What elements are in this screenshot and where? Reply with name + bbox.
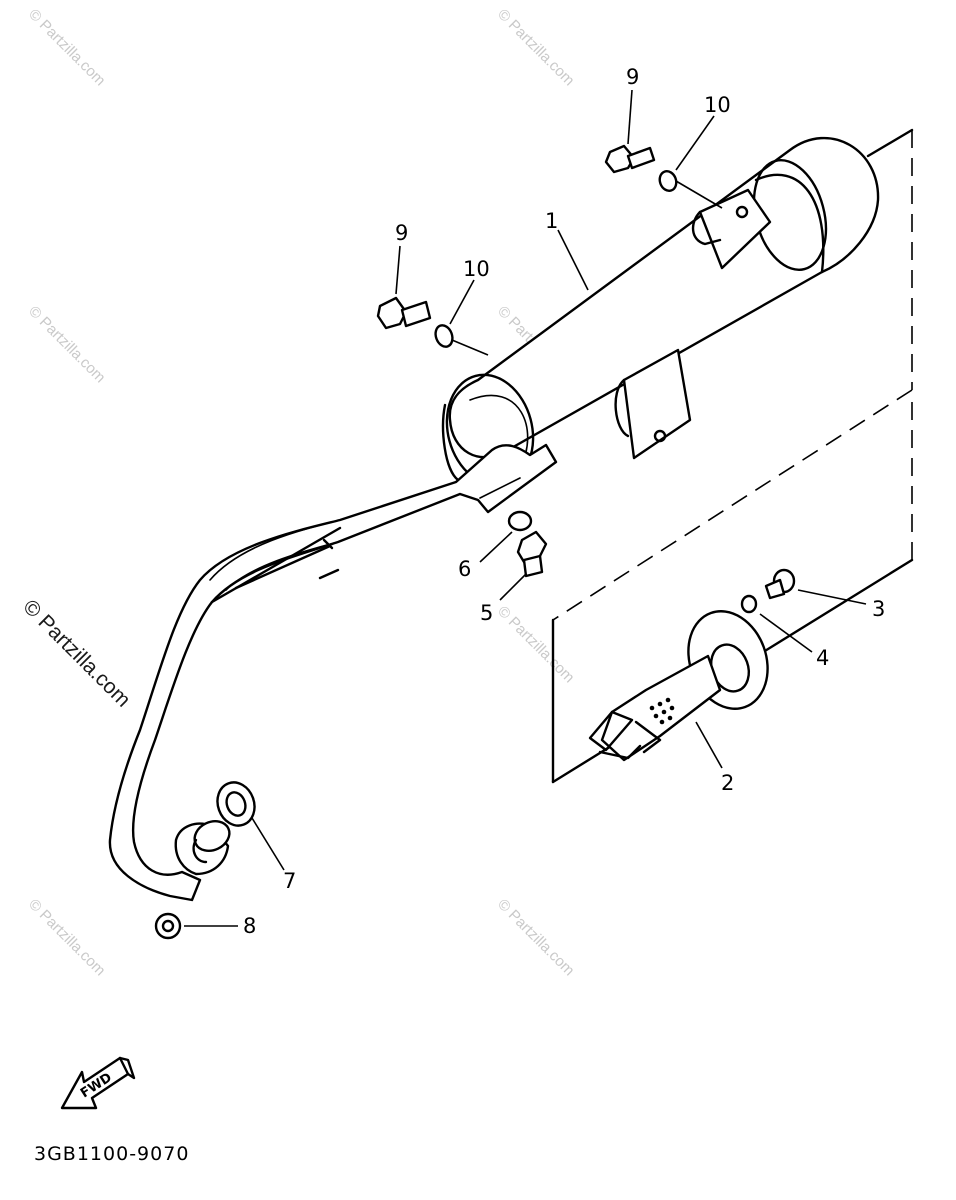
callout-10-lower: 10 (463, 257, 490, 281)
callout-7: 7 (283, 869, 296, 893)
bolt-9-lower (376, 296, 432, 330)
washer-4 (740, 594, 758, 614)
callout-lines (184, 89, 867, 927)
exhaust-pipe (108, 443, 558, 902)
watermark: © Partzilla.com (25, 896, 108, 979)
callout-10-upper: 10 (704, 93, 731, 117)
screw-3 (764, 568, 796, 600)
callout-6: 6 (458, 557, 471, 581)
baffle-holes (649, 697, 675, 725)
watermark: © Partzilla.com (25, 303, 108, 386)
washer-10-upper (658, 170, 678, 192)
callout-numbers: 1 2 3 4 5 6 7 8 9 10 9 10 (243, 65, 885, 938)
watermark: © Partzilla.com (494, 6, 577, 89)
muffler (441, 136, 880, 487)
callout-1: 1 (545, 209, 558, 233)
callout-8: 8 (243, 914, 256, 938)
gasket-7 (216, 781, 256, 827)
watermark: © Partzilla.com (494, 896, 577, 979)
callout-2: 2 (721, 771, 734, 795)
bolt-5 (516, 530, 548, 578)
callout-4: 4 (816, 646, 829, 670)
callout-5: 5 (480, 601, 493, 625)
watermark: © Partzilla.com (25, 6, 108, 89)
washer-10-lower (434, 324, 454, 348)
spark-arrester-baffle (588, 610, 769, 762)
nut-8 (154, 912, 182, 940)
callout-3: 3 (872, 597, 885, 621)
callout-9-lower: 9 (395, 221, 408, 245)
bolt-9-upper (604, 144, 656, 174)
diagram-code: 3GB1100-9070 (34, 1143, 189, 1165)
callout-9-upper: 9 (626, 65, 639, 89)
forward-arrow: FWD (60, 1056, 136, 1110)
washer-6 (507, 510, 533, 532)
fasteners (154, 144, 796, 940)
watermark: © Partzilla.com (494, 603, 577, 686)
watermark: © Partzilla.com (18, 595, 134, 711)
